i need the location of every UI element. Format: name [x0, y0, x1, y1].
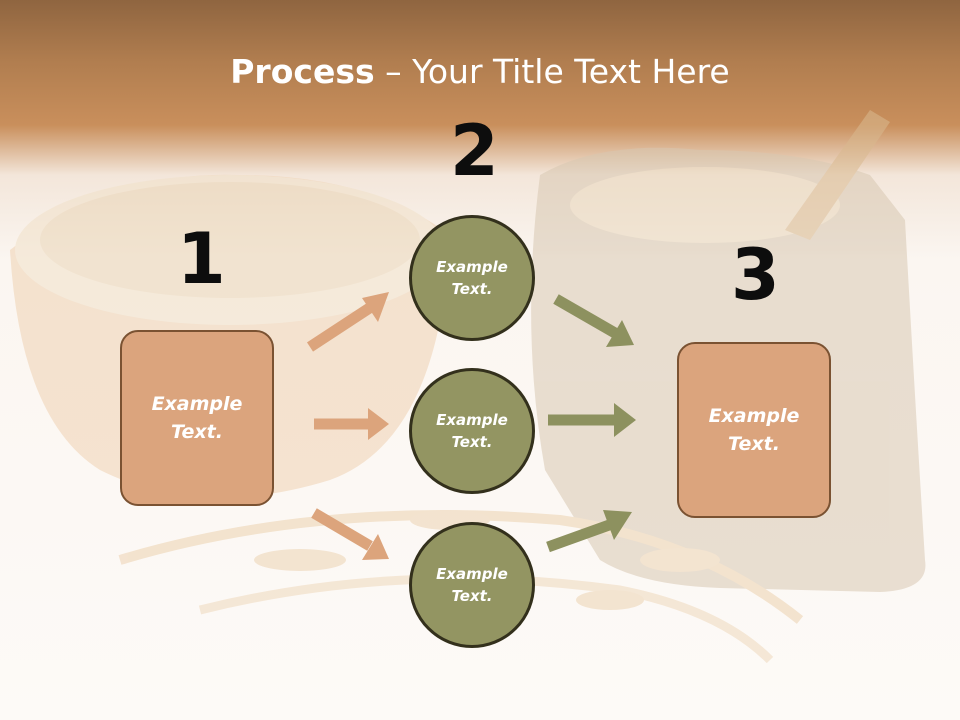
arrow-bottom-to-3: [546, 518, 614, 553]
arrow-middle-to-3-head: [614, 403, 636, 437]
arrow-1-to-bottom-head: [362, 534, 389, 560]
step-number-2: 2: [450, 110, 499, 192]
step-3-text: Example Text.: [708, 404, 800, 456]
step-number-1: 1: [177, 218, 226, 300]
arrow-bottom-to-3-head: [603, 510, 632, 540]
arrow-1-to-bottom: [311, 508, 373, 551]
circle-top-text: Example Text.: [436, 257, 508, 299]
circle-middle-text: Example Text.: [436, 410, 508, 452]
step-2-circle-top[interactable]: Example Text.: [409, 215, 535, 341]
step-3-box[interactable]: Example Text.: [677, 342, 831, 518]
circle-bottom-text: Example Text.: [436, 564, 508, 606]
step-2-circle-bottom[interactable]: Example Text.: [409, 522, 535, 648]
arrow-top-to-3: [553, 294, 618, 338]
arrow-1-to-top: [306, 302, 375, 352]
arrow-1-to-middle-head: [368, 408, 389, 440]
title-rest-part: – Your Title Text Here: [374, 52, 730, 91]
arrow-top-to-3-head: [606, 320, 634, 347]
step-1-box[interactable]: Example Text.: [120, 330, 274, 506]
step-1-text: Example Text.: [151, 392, 243, 444]
slide-title: Process – Your Title Text Here: [0, 52, 960, 91]
step-2-circle-middle[interactable]: Example Text.: [409, 368, 535, 494]
step-number-3: 3: [731, 234, 780, 316]
arrow-1-to-top-head: [362, 292, 389, 322]
title-bold-part: Process: [230, 52, 375, 91]
